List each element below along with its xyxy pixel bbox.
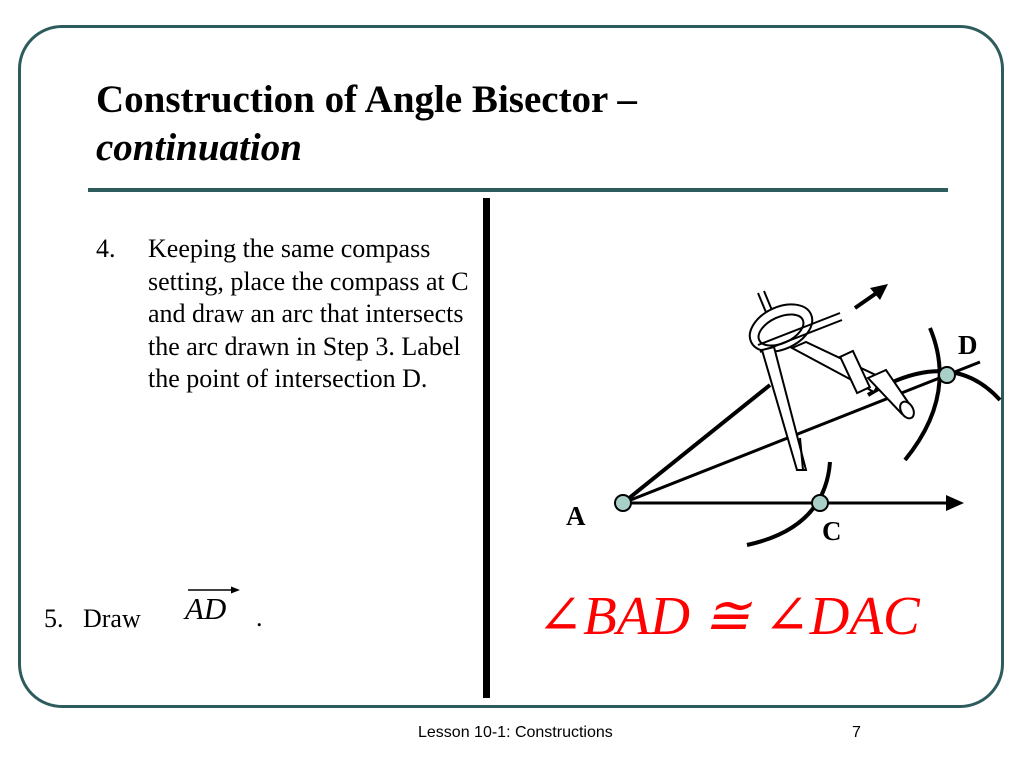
slide-title: Construction of Angle Bisector – continu… — [96, 76, 896, 172]
congruence-statement: ∠BAD ≅ ∠DAC — [537, 585, 920, 646]
step-4-text: Keeping the same compass setting, place … — [148, 234, 469, 393]
title-text: Construction of Angle Bisector – — [96, 78, 637, 121]
footer-lesson: Lesson 10-1: Constructions — [418, 724, 613, 741]
ray-ad — [622, 360, 981, 505]
compass-icon — [748, 290, 915, 471]
ray-ab — [621, 383, 772, 505]
label-c: C — [822, 516, 842, 546]
column-divider — [483, 198, 490, 698]
arrow-icon — [853, 284, 888, 310]
arc-at-c — [746, 461, 832, 547]
slide-frame — [18, 25, 1004, 708]
title-subtitle: continuation — [96, 126, 302, 169]
ray-ac-arrowhead — [946, 495, 964, 511]
step-4-number: 4. — [96, 234, 116, 263]
step-5: 5. Draw — [44, 603, 141, 635]
ray-ad-label: AD — [185, 591, 227, 626]
point-c — [811, 494, 829, 512]
footer-page-number: 7 — [852, 724, 861, 741]
arc-at-d-left — [903, 327, 942, 462]
step-5-period: . — [256, 603, 263, 632]
step-5-number: 5. — [44, 604, 64, 633]
point-a — [614, 494, 632, 512]
point-d — [938, 366, 956, 384]
title-underline — [88, 188, 948, 192]
label-a: A — [566, 501, 586, 531]
label-d: D — [958, 330, 978, 360]
step-5-text: Draw — [83, 604, 141, 633]
